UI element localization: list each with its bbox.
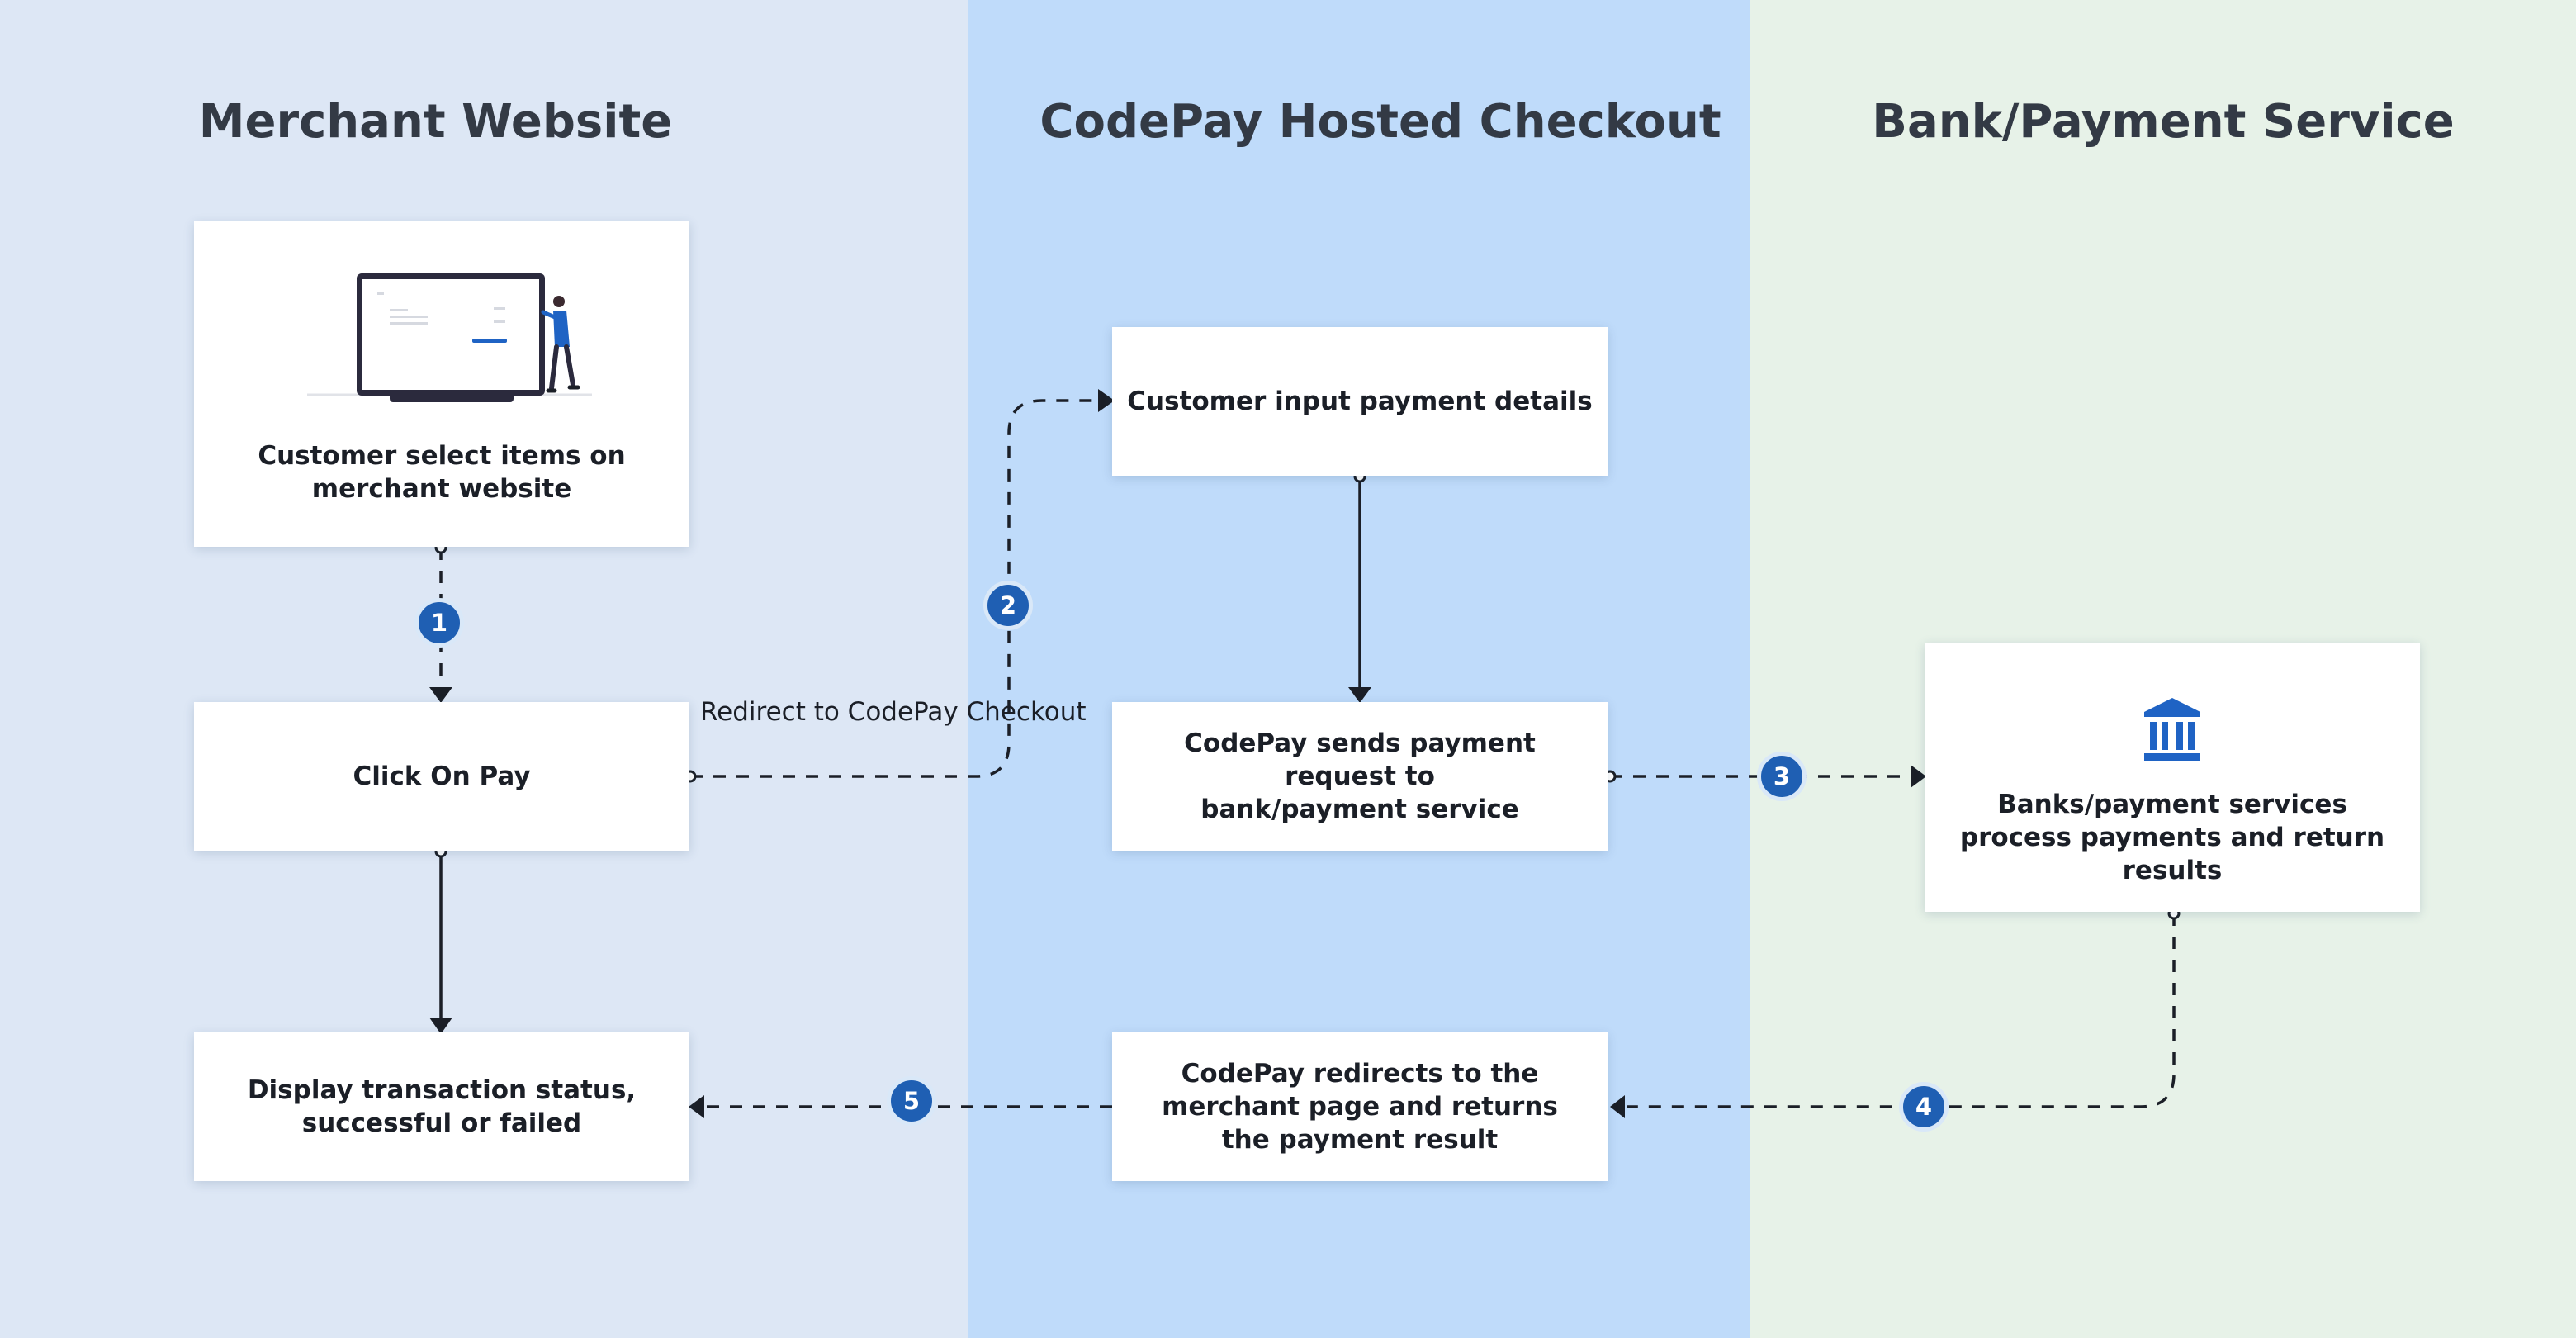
box-send-payment-request: CodePay sends payment request to bank/pa…: [1112, 702, 1608, 851]
label-bank-process: Banks/payment services process payments …: [1959, 790, 2385, 885]
step-badge-4: 4: [1899, 1082, 1949, 1132]
bank-building-icon: [2144, 698, 2200, 761]
box-input-payment-details: Customer input payment details: [1112, 327, 1608, 476]
label-display-status: Display transaction status, successful o…: [247, 1075, 637, 1138]
label-click-on-pay: Click On Pay: [353, 762, 531, 791]
step-badge-2: 2: [983, 581, 1033, 630]
step-badge-1: 1: [414, 598, 464, 648]
box-bank-process: Banks/payment services process payments …: [1925, 643, 2420, 912]
arrow-step-4: [1627, 913, 2176, 1108]
box-redirect-result: CodePay redirects to the merchant page a…: [1112, 1032, 1608, 1181]
step-badge-3: 3: [1757, 752, 1807, 801]
box-select-items: Customer select items on merchant websit…: [194, 221, 689, 547]
box-display-status: Display transaction status, successful o…: [194, 1032, 689, 1181]
lane-title-merchant-website: Merchant Website: [198, 95, 673, 149]
lane-title-codepay-hosted-checkout: CodePay Hosted Checkout: [1039, 95, 1721, 149]
step-badge-5: 5: [887, 1076, 936, 1126]
box-click-on-pay: Click On Pay: [194, 702, 689, 851]
edge-label-redirect: Redirect to CodePay Checkout: [700, 697, 1087, 727]
label-select-items: Customer select items on merchant websit…: [258, 441, 626, 504]
label-input-payment-details: Customer input payment details: [1127, 387, 1593, 416]
laptop-with-person-illustration: [307, 273, 592, 402]
label-redirect-result: CodePay redirects to the merchant page a…: [1162, 1059, 1558, 1155]
lane-title-bank-payment-service: Bank/Payment Service: [1872, 95, 2455, 149]
label-send-payment-request: CodePay sends payment request to bank/pa…: [1184, 728, 1536, 824]
